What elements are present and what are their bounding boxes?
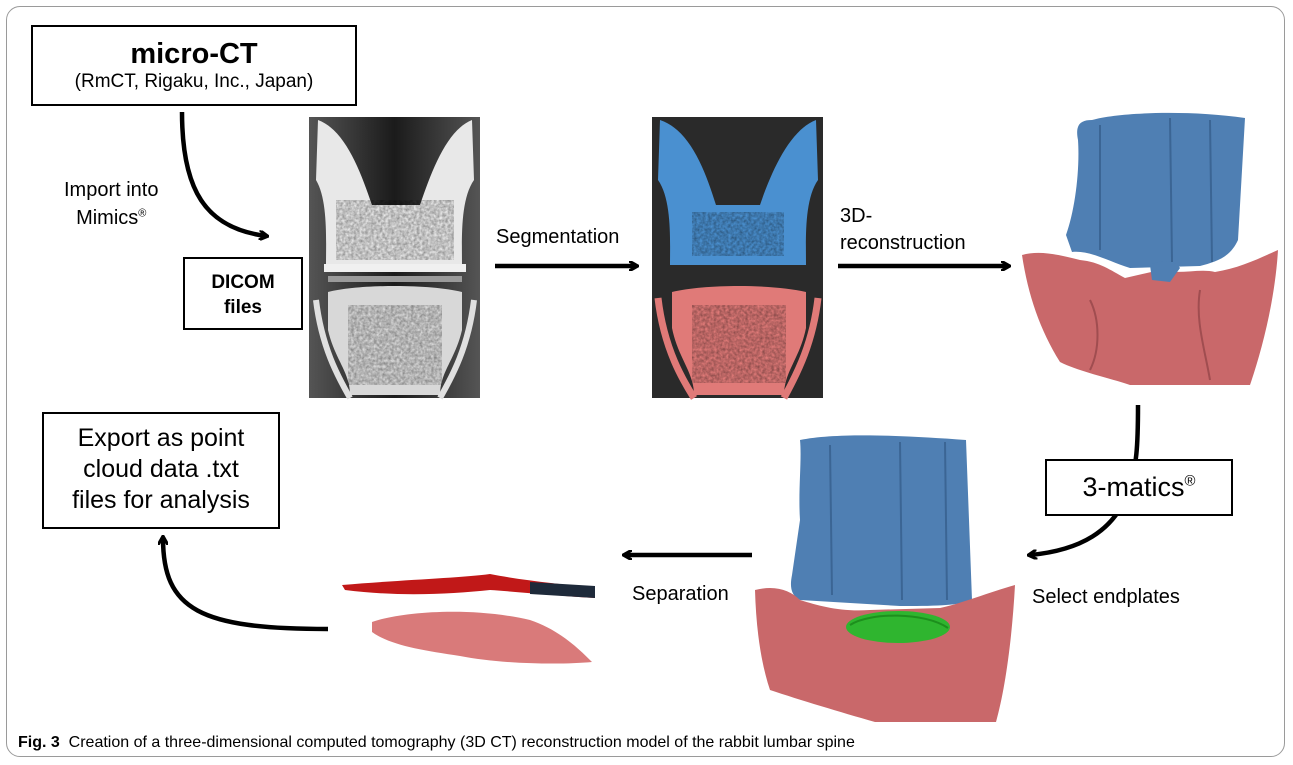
micro-ct-title: micro-CT bbox=[33, 38, 355, 70]
import-arrow bbox=[182, 112, 266, 236]
endplate-selection-model bbox=[755, 435, 1015, 722]
figure-number: Fig. 3 bbox=[18, 734, 60, 751]
dicom-line1: DICOM bbox=[185, 270, 301, 295]
export-arrow bbox=[163, 538, 328, 629]
export-line2: cloud data .txt bbox=[44, 454, 278, 485]
matics-box: 3-matics® bbox=[1045, 459, 1233, 516]
dicom-line2: files bbox=[185, 295, 301, 320]
figure-caption: Fig. 3 Creation of a three-dimensional c… bbox=[18, 734, 855, 752]
export-box: Export as point cloud data .txt files fo… bbox=[42, 412, 280, 529]
dicom-files-box: DICOM files bbox=[183, 257, 303, 330]
segmented-slice-image bbox=[652, 117, 823, 398]
ct-slice-image bbox=[309, 117, 480, 398]
select-endplates-label: Select endplates bbox=[1032, 585, 1180, 609]
separation-label: Separation bbox=[632, 582, 729, 606]
reconstruction-label: 3D- reconstruction bbox=[840, 203, 966, 257]
reconstruction-line2: reconstruction bbox=[840, 230, 966, 257]
import-line1: Import into bbox=[64, 176, 158, 204]
matics-registered-mark: ® bbox=[1185, 474, 1196, 490]
export-line1: Export as point bbox=[44, 423, 278, 454]
mimics-registered-mark: ® bbox=[138, 207, 146, 219]
micro-ct-box: micro-CT (RmCT, Rigaku, Inc., Japan) bbox=[31, 25, 357, 106]
reconstruction-line1: 3D- bbox=[840, 203, 966, 230]
import-label: Import into Mimics® bbox=[64, 176, 158, 232]
segmentation-label: Segmentation bbox=[496, 225, 619, 249]
export-line3: files for analysis bbox=[44, 485, 278, 516]
caption-text: Creation of a three-dimensional computed… bbox=[69, 734, 855, 751]
3d-reconstruction-model bbox=[1022, 113, 1278, 385]
micro-ct-subtitle: (RmCT, Rigaku, Inc., Japan) bbox=[33, 70, 355, 94]
separated-endplates bbox=[342, 574, 595, 664]
matics-text: 3-matics bbox=[1083, 472, 1185, 502]
import-line2: Mimics bbox=[76, 207, 138, 229]
